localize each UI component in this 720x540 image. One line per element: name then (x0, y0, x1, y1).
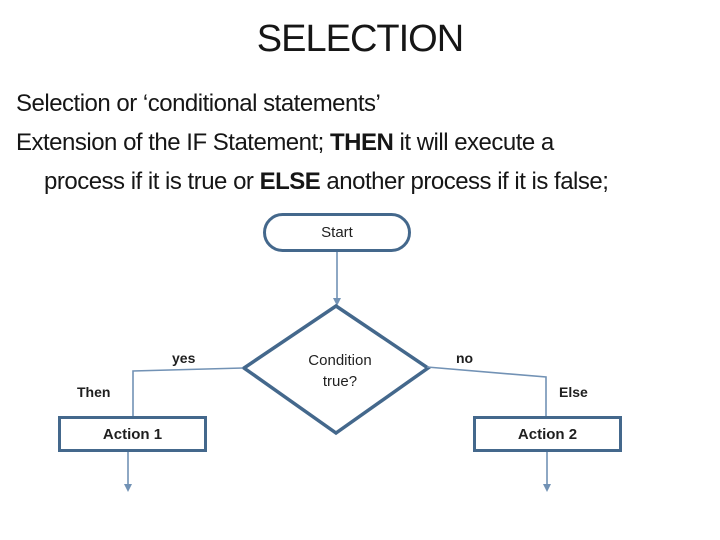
branch-label-else: Else (559, 384, 588, 400)
condition-label-line-2: true? (322, 373, 358, 390)
branch-label-no: no (456, 350, 474, 366)
action2-node-label: Action 2 (517, 425, 578, 443)
text-segment: Extension of the IF Statement; (16, 129, 331, 156)
text-segment: Selection or ‘conditional statements’ (16, 90, 381, 117)
connector-yes-branch (132, 367, 244, 416)
text-segment: process if it is true or (44, 168, 260, 195)
body-line-3: process if it is true or ELSE another pr… (16, 162, 716, 201)
text-segment-bold-then: THEN (330, 129, 394, 156)
branch-label-yes: yes (172, 350, 196, 366)
branch-label-then: Then (77, 384, 111, 400)
action2-node: Action 2 (473, 416, 622, 452)
start-node-label: Start (321, 224, 353, 241)
body-line-1: Selection or ‘conditional statements’ (16, 84, 716, 123)
body-text: Selection or ‘conditional statements’ Ex… (16, 84, 716, 201)
arrowhead-action1-exit (124, 484, 132, 492)
start-node: Start (263, 213, 411, 252)
text-segment: it will execute a (393, 129, 555, 156)
text-segment: another process if it is false; (320, 168, 609, 195)
connector-no-branch (426, 366, 547, 416)
action1-node-label: Action 1 (102, 425, 163, 443)
condition-label-line-1: Condition (308, 352, 372, 369)
arrowhead-into-condition (333, 298, 341, 306)
slide-title: SELECTION (256, 18, 464, 60)
action1-node: Action 1 (58, 416, 207, 452)
body-line-2: Extension of the IF Statement; THEN it w… (16, 123, 716, 162)
condition-diamond (240, 303, 432, 436)
condition-node-label: Condition true? (276, 350, 404, 392)
arrowhead-action2-exit (543, 484, 551, 492)
text-segment-bold-else: ELSE (259, 168, 321, 195)
